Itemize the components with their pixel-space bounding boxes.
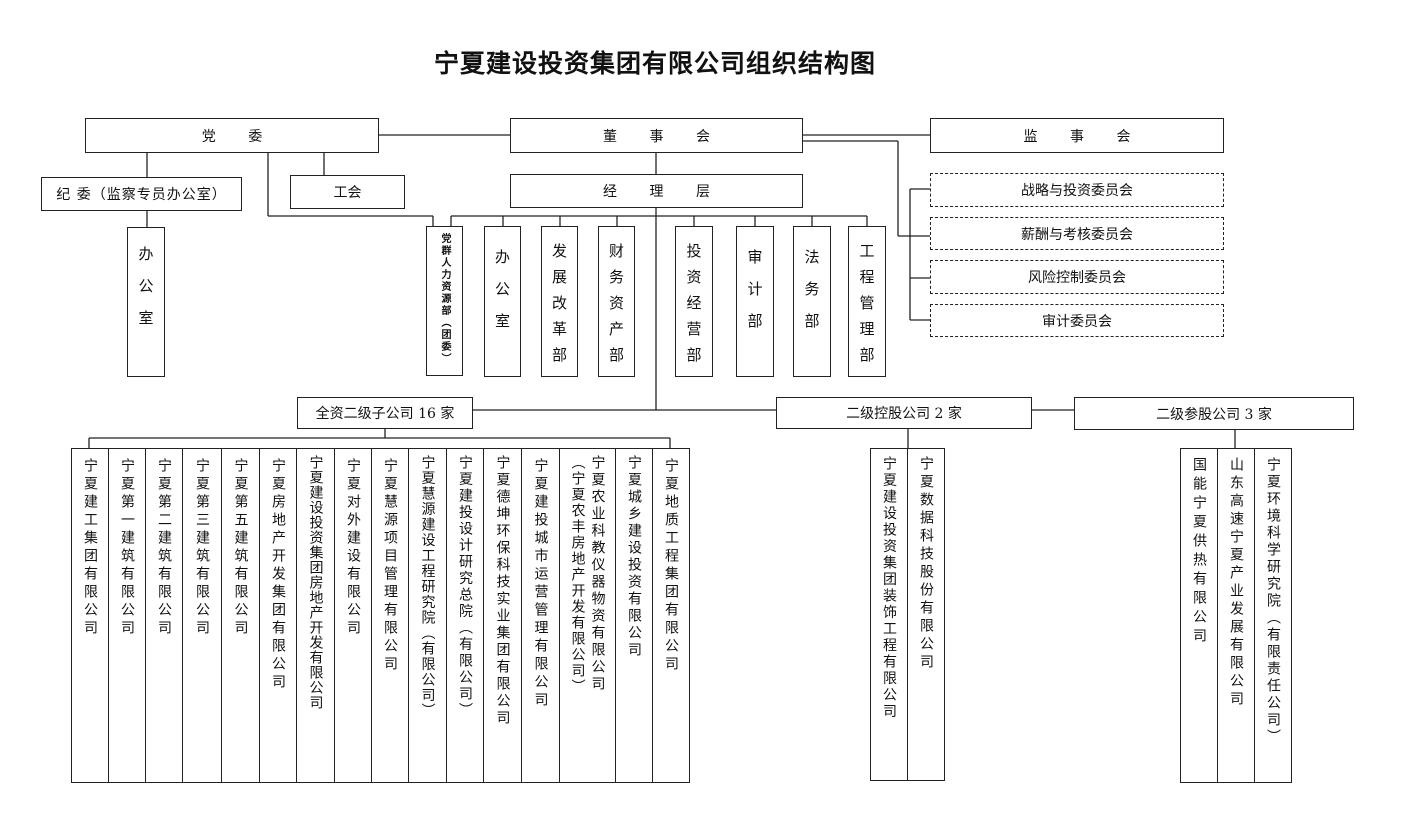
company-participating-3: 宁夏环境科学研究院（有限责任公司）	[1254, 448, 1292, 783]
company-label: 宁夏德坤环保科技实业集团有限公司	[494, 455, 511, 727]
company-label: 宁夏数据科技股份有限公司	[918, 456, 934, 672]
discipline-box: 纪 委（监察专员办公室）	[41, 177, 242, 211]
company-wholly-12: 宁夏德坤环保科技实业集团有限公司	[483, 448, 522, 783]
company-label: 宁夏慧源项目管理有限公司	[382, 458, 398, 674]
dept-label: 发展改革部	[550, 243, 568, 373]
company-wholly-8: 宁夏对外建设有限公司	[334, 448, 372, 783]
company-wholly-16: 宁夏地质工程集团有限公司	[652, 448, 690, 783]
company-holding-1: 宁夏建设投资集团装饰工程有限公司	[870, 448, 908, 781]
company-label: 宁夏第二建筑有限公司	[156, 458, 172, 638]
company-label: 国能宁夏供热有限公司	[1191, 457, 1207, 647]
dept-party-hr: 党群人力资源部（团委）	[426, 226, 463, 376]
party-committee-box: 党 委	[85, 118, 379, 153]
management-label: 经 理 层	[603, 184, 724, 200]
dept-legal: 法务部	[793, 226, 831, 377]
dept-engineering: 工程管理部	[848, 226, 886, 377]
company-wholly-15: 宁夏城乡建设投资有限公司	[615, 448, 653, 783]
supervisory-board-label: 监 事 会	[1023, 128, 1145, 145]
company-participating-2: 山东高速宁夏产业发展有限公司	[1217, 448, 1255, 783]
company-wholly-13: 宁夏建投城市运营管理有限公司	[521, 448, 560, 783]
company-label-group: 宁夏农业科教仪器物资有限公司 （宁夏农丰房地产开发有限公司）	[568, 455, 608, 695]
union-label: 工会	[333, 185, 362, 201]
company-wholly-9: 宁夏慧源项目管理有限公司	[371, 448, 409, 783]
company-holding-2: 宁夏数据科技股份有限公司	[907, 448, 945, 781]
union-box: 工会	[290, 175, 405, 209]
committee-compensation: 薪酬与考核委员会	[930, 217, 1224, 250]
dept-finance: 财务资产部	[598, 226, 635, 377]
dept-office: 办公室	[484, 226, 521, 377]
company-wholly-4: 宁夏第三建筑有限公司	[182, 448, 222, 783]
company-label: 山东高速宁夏产业发展有限公司	[1228, 457, 1244, 709]
discipline-label: 纪 委（监察专员办公室）	[56, 187, 227, 203]
board-label: 董 事 会	[603, 128, 724, 145]
group-label: 全资二级子公司 16 家	[315, 406, 455, 422]
committee-strategy: 战略与投资委员会	[930, 173, 1224, 207]
discipline-office-box: 办公室	[127, 227, 165, 377]
company-wholly-11: 宁夏建投设计研究总院（有限公司）	[446, 448, 484, 783]
dept-label: 法务部	[802, 249, 821, 345]
company-label: 宁夏第一建筑有限公司	[119, 458, 135, 638]
discipline-office-label: 办公室	[136, 246, 155, 342]
company-label-secondary: （宁夏农丰房地产开发有限公司）	[569, 455, 586, 695]
company-label: 宁夏第五建筑有限公司	[232, 458, 249, 638]
company-wholly-2: 宁夏第一建筑有限公司	[108, 448, 146, 783]
group-label: 二级控股公司 2 家	[846, 406, 962, 422]
company-wholly-7: 宁夏建设投资集团房地产开发有限公司	[296, 448, 335, 783]
group-wholly-owned: 全资二级子公司 16 家	[297, 397, 473, 429]
dept-audit: 审计部	[736, 226, 774, 377]
group-holding: 二级控股公司 2 家	[776, 397, 1032, 429]
group-label: 二级参股公司 3 家	[1156, 406, 1272, 423]
committee-label: 薪酬与考核委员会	[1021, 226, 1133, 243]
company-wholly-14: 宁夏农业科教仪器物资有限公司 （宁夏农丰房地产开发有限公司）	[559, 448, 616, 783]
company-label: 宁夏慧源建设工程研究院（有限公司）	[419, 455, 436, 719]
company-label: 宁夏对外建设有限公司	[345, 458, 361, 638]
company-label: 宁夏农业科教仪器物资有限公司	[589, 455, 606, 693]
party-committee-label: 党 委	[201, 128, 277, 145]
group-participating: 二级参股公司 3 家	[1074, 397, 1354, 430]
committee-label: 战略与投资委员会	[1021, 183, 1133, 199]
supervisory-board-box: 监 事 会	[930, 118, 1224, 153]
dept-label: 党群人力资源部（团委）	[439, 233, 450, 365]
company-label: 宁夏建设投资集团装饰工程有限公司	[881, 456, 897, 720]
dept-label: 工程管理部	[857, 243, 876, 373]
management-box: 经 理 层	[510, 174, 803, 208]
company-label: 宁夏城乡建设投资有限公司	[626, 455, 642, 659]
company-label: 宁夏建设投资集团房地产开发有限公司	[307, 455, 324, 710]
company-wholly-10: 宁夏慧源建设工程研究院（有限公司）	[408, 448, 447, 783]
committee-label: 审计委员会	[1042, 313, 1112, 330]
dept-investment: 投资经营部	[675, 226, 713, 377]
company-label: 宁夏地质工程集团有限公司	[663, 458, 679, 674]
page-title: 宁夏建设投资集团有限公司组织结构图	[433, 49, 876, 78]
dept-label: 办公室	[493, 249, 511, 345]
committee-label: 风险控制委员会	[1028, 270, 1126, 286]
dept-label: 审计部	[745, 249, 764, 345]
committee-risk: 风险控制委员会	[930, 260, 1224, 294]
company-wholly-3: 宁夏第二建筑有限公司	[145, 448, 183, 783]
dept-label: 财务资产部	[607, 243, 625, 373]
company-wholly-6: 宁夏房地产开发集团有限公司	[259, 448, 297, 783]
company-label: 宁夏第三建筑有限公司	[194, 458, 210, 638]
dept-label: 投资经营部	[684, 243, 703, 373]
dept-development: 发展改革部	[541, 226, 578, 377]
board-box: 董 事 会	[510, 118, 803, 153]
company-label: 宁夏建投设计研究总院（有限公司）	[457, 455, 473, 719]
company-wholly-5: 宁夏第五建筑有限公司	[221, 448, 260, 783]
company-label: 宁夏建工集团有限公司	[82, 458, 98, 638]
company-label: 宁夏建投城市运营管理有限公司	[532, 458, 549, 710]
company-label: 宁夏环境科学研究院（有限责任公司）	[1265, 457, 1281, 746]
company-label: 宁夏房地产开发集团有限公司	[270, 458, 286, 692]
company-participating-1: 国能宁夏供热有限公司	[1180, 448, 1218, 783]
committee-audit: 审计委员会	[930, 304, 1224, 337]
company-wholly-1: 宁夏建工集团有限公司	[71, 448, 109, 783]
